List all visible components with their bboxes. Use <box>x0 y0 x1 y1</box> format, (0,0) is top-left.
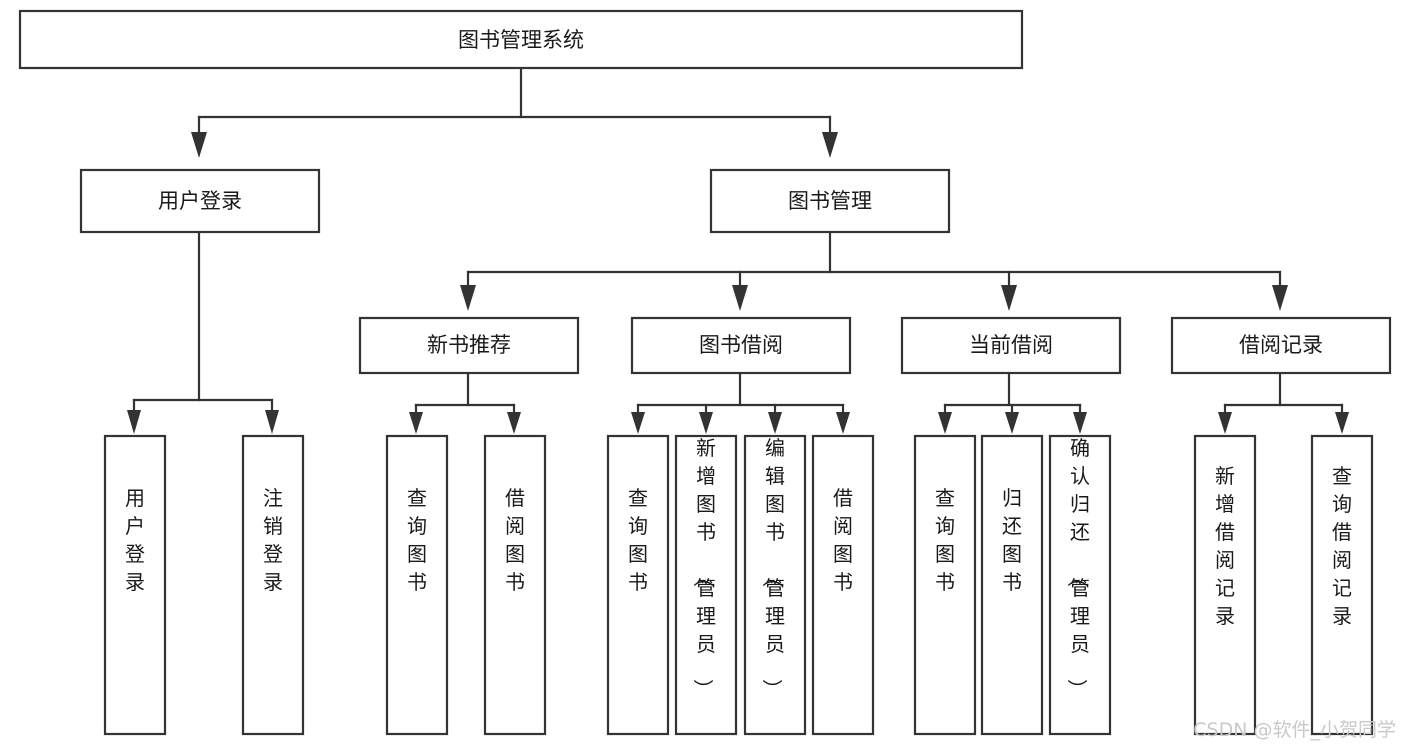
connector-group-current-borrow-to-leaves <box>938 371 1087 434</box>
node-current-borrow-box[interactable] <box>900 316 1122 375</box>
arrow-head-borrow-records <box>1272 285 1288 311</box>
leaf-node-currentborrow-confirm[interactable]: 确认归还（管理员） <box>1048 434 1112 736</box>
node-new-book-recommend-label: 新书推荐 <box>427 333 511 357</box>
node-book-management[interactable]: 图书管理 <box>709 168 951 234</box>
arrow-head-borrowrecords-leaf0 <box>1218 412 1232 434</box>
arrow-head-leaf-logout <box>265 410 279 434</box>
arrow-head-bookborrow-leaf0 <box>631 412 645 434</box>
leaf-bookborrow-edit-box[interactable] <box>743 434 807 736</box>
connector-group-root-to-level2 <box>191 66 838 158</box>
node-book-management-box[interactable] <box>709 168 951 234</box>
leaf-node-user-login-logout[interactable]: 注销登录 <box>241 434 305 736</box>
arrow-head-current-borrow <box>1001 285 1017 311</box>
node-borrow-records[interactable]: 借阅记录 <box>1170 316 1392 375</box>
leaf-currentborrow-confirm-label: 确认归还（管理员） <box>1065 436 1090 699</box>
connector-group-user-login-to-leaves <box>127 230 279 434</box>
leaf-borrowrecords-add-label: 新增借阅记录 <box>1215 464 1235 628</box>
leaf-node-bookborrow-edit[interactable]: 编辑图书（管理员） <box>743 434 807 736</box>
arrow-head-bookborrow-leaf3 <box>836 412 850 434</box>
arrow-head-new-book <box>460 285 476 311</box>
leaf-node-borrowrecords-add[interactable]: 新增借阅记录 <box>1193 434 1257 736</box>
leaf-bookborrow-borrow-label: 借阅图书 <box>833 486 853 594</box>
leaf-borrowrecords-query-box[interactable] <box>1310 434 1374 736</box>
node-borrow-records-label: 借阅记录 <box>1239 333 1323 357</box>
node-root-book-management-system[interactable]: 图书管理系统 <box>18 9 1024 70</box>
arrow-head-book-borrow <box>732 285 748 311</box>
arrow-head-newbook-leaf1 <box>507 412 521 434</box>
leaf-currentborrow-query-box[interactable] <box>913 434 977 736</box>
leaf-borrowrecords-add-box[interactable] <box>1193 434 1257 736</box>
leaf-bookborrow-query-box[interactable] <box>606 434 670 736</box>
leaf-node-bookborrow-query[interactable]: 查询图书 <box>606 434 670 736</box>
leaf-newbook-borrow-box[interactable] <box>483 434 547 736</box>
leaf-user-login-logout-box[interactable] <box>241 434 305 736</box>
leaf-currentborrow-query-label: 查询图书 <box>935 486 955 594</box>
connector-group-book-borrow-to-leaves <box>631 371 850 434</box>
leaf-borrowrecords-query-label: 查询借阅记录 <box>1332 464 1352 628</box>
leaf-newbook-query-box[interactable] <box>385 434 449 736</box>
connector-group-book-management-to-level3 <box>460 230 1288 311</box>
node-new-book-recommend-box[interactable] <box>358 316 580 375</box>
arrow-head-borrowrecords-leaf1 <box>1335 412 1349 434</box>
arrow-head-currentborrow-leaf2 <box>1073 412 1087 434</box>
leaf-bookborrow-add-label: 新增图书（管理员） <box>691 436 716 699</box>
leaf-node-currentborrow-query[interactable]: 查询图书 <box>913 434 977 736</box>
leaf-user-login-login-label: 用户登录 <box>125 486 145 594</box>
csdn-watermark: CSDN @软件_小贺同学 <box>1193 719 1396 741</box>
leaf-node-newbook-query[interactable]: 查询图书 <box>385 434 449 736</box>
arrow-head-leaf-user-login <box>127 410 141 434</box>
node-user-login-label: 用户登录 <box>158 189 242 213</box>
leaf-currentborrow-return-box[interactable] <box>980 434 1044 736</box>
leaf-bookborrow-query-label: 查询图书 <box>628 486 648 594</box>
node-root-box[interactable] <box>18 9 1024 70</box>
connector-group-borrow-records-to-leaves <box>1218 371 1349 434</box>
node-root-label: 图书管理系统 <box>458 28 584 52</box>
leaf-node-bookborrow-add[interactable]: 新增图书（管理员） <box>674 434 738 736</box>
node-borrow-records-box[interactable] <box>1170 316 1392 375</box>
node-user-login[interactable]: 用户登录 <box>79 168 321 234</box>
leaf-node-newbook-borrow[interactable]: 借阅图书 <box>483 434 547 736</box>
leaf-node-currentborrow-return[interactable]: 归还图书 <box>980 434 1044 736</box>
leaf-bookborrow-add-box[interactable] <box>674 434 738 736</box>
leaf-user-login-logout-label: 注销登录 <box>263 486 283 594</box>
node-book-borrow-box[interactable] <box>630 316 852 375</box>
arrow-head-bookborrow-leaf1 <box>699 412 713 434</box>
node-book-borrow[interactable]: 图书借阅 <box>630 316 852 375</box>
node-book-management-label: 图书管理 <box>788 189 872 213</box>
arrow-head-newbook-leaf0 <box>409 412 423 434</box>
arrow-head-currentborrow-leaf0 <box>938 412 952 434</box>
leaf-newbook-borrow-label: 借阅图书 <box>505 486 525 594</box>
leaf-bookborrow-borrow-box[interactable] <box>811 434 875 736</box>
arrow-head-bookborrow-leaf2 <box>768 412 782 434</box>
leaf-node-bookborrow-borrow[interactable]: 借阅图书 <box>811 434 875 736</box>
leaf-currentborrow-confirm-box[interactable] <box>1048 434 1112 736</box>
node-current-borrow[interactable]: 当前借阅 <box>900 316 1122 375</box>
arrow-head-user-login <box>191 132 207 158</box>
leaf-currentborrow-return-label: 归还图书 <box>1002 486 1022 594</box>
node-new-book-recommend[interactable]: 新书推荐 <box>358 316 580 375</box>
arrow-head-currentborrow-leaf1 <box>1005 412 1019 434</box>
leaf-bookborrow-edit-label: 编辑图书（管理员） <box>760 436 785 699</box>
node-user-login-box[interactable] <box>79 168 321 234</box>
arrow-head-book-management <box>822 132 838 158</box>
leaf-node-borrowrecords-query[interactable]: 查询借阅记录 <box>1310 434 1374 736</box>
leaf-node-user-login-login[interactable]: 用户登录 <box>103 434 167 736</box>
connector-group-new-book-to-leaves <box>409 371 521 434</box>
leaf-user-login-login-box[interactable] <box>103 434 167 736</box>
node-book-borrow-label: 图书借阅 <box>699 333 783 357</box>
node-current-borrow-label: 当前借阅 <box>969 333 1053 357</box>
leaf-newbook-query-label: 查询图书 <box>407 486 427 594</box>
